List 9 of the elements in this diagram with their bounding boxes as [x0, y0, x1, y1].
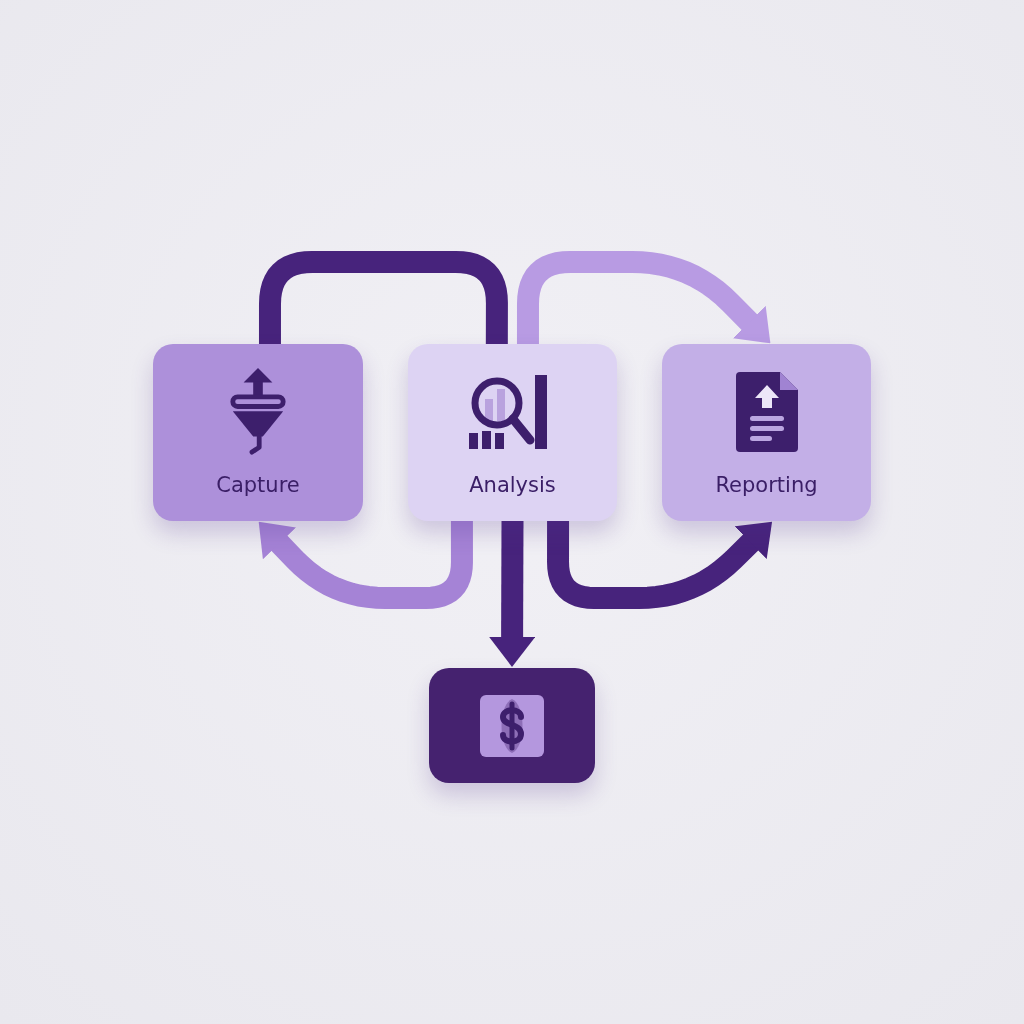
process-box: [429, 668, 595, 783]
node-label: Reporting: [714, 472, 819, 498]
node-label: Capture: [215, 472, 301, 498]
node-label: Analysis: [468, 472, 557, 498]
arrow: [516, 251, 771, 344]
arrow: [489, 520, 536, 667]
process-box: [662, 344, 871, 521]
process-box: [153, 344, 363, 521]
process-box: [408, 344, 617, 521]
